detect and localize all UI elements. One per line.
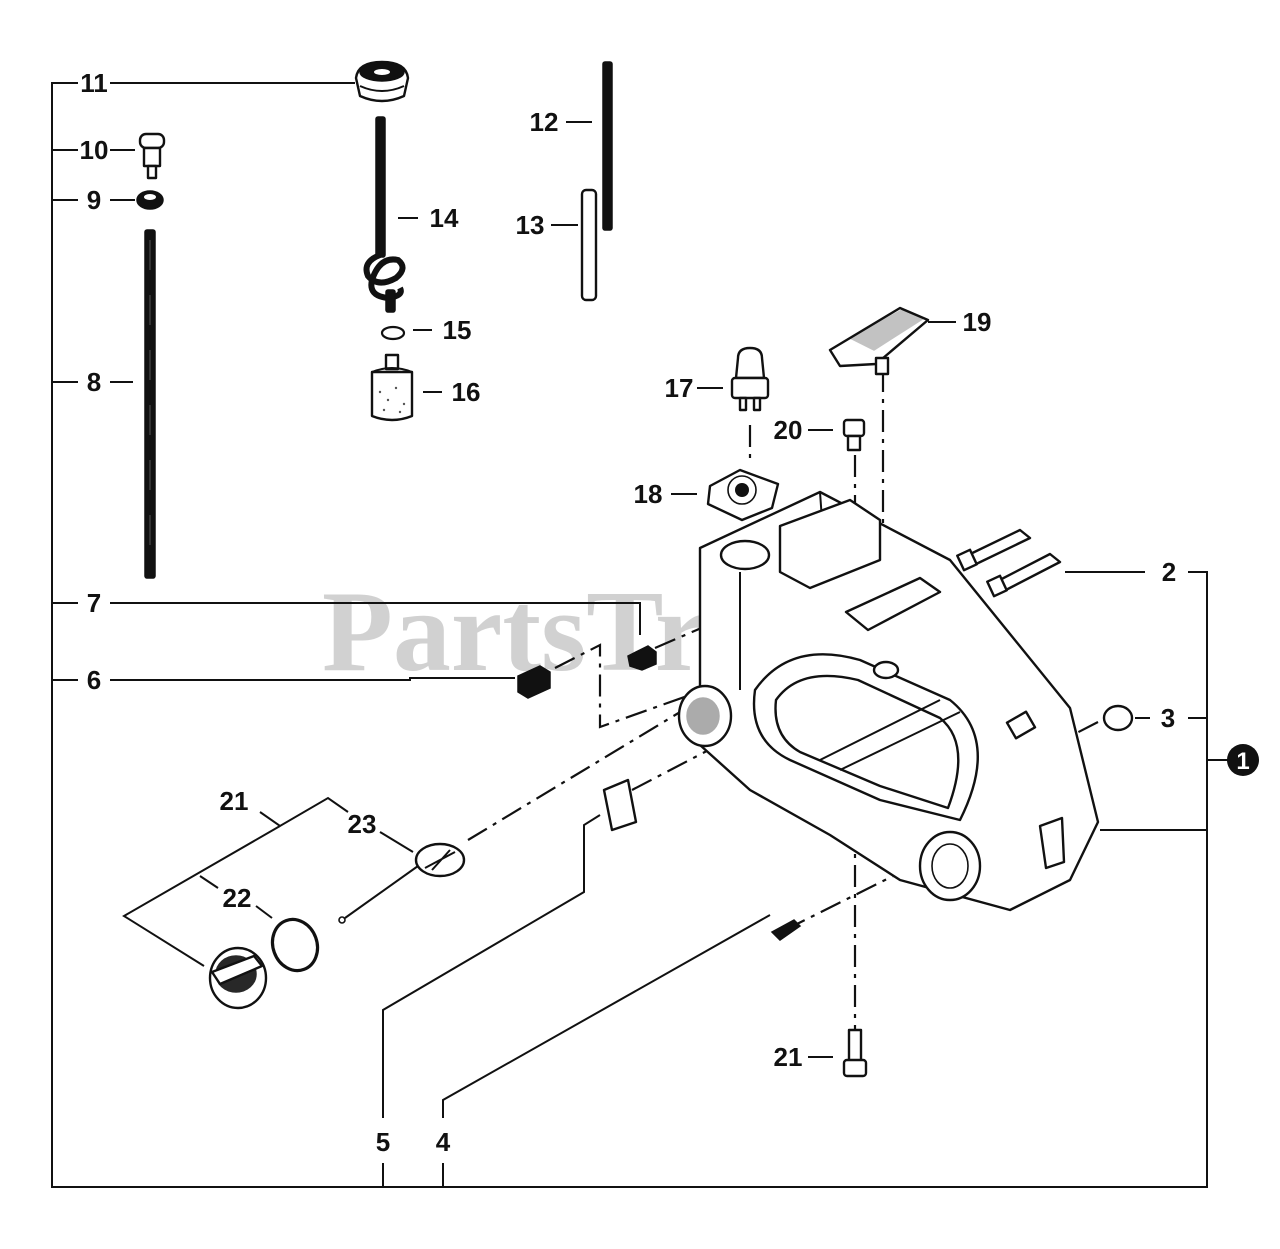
callout-17: 17 — [665, 373, 694, 403]
callout-13: 13 — [516, 210, 545, 240]
rod-dark-part — [602, 61, 613, 231]
trigger-part — [828, 306, 930, 376]
callout-9: 9 — [87, 185, 101, 215]
callout-23: 23 — [348, 809, 377, 839]
cap-strap-part — [338, 842, 466, 924]
fuel-hose-part — [363, 116, 406, 313]
callout-12: 12 — [530, 107, 559, 137]
assembly-frame — [51, 82, 1228, 1188]
callout-19: 19 — [963, 307, 992, 337]
callout-7: 7 — [87, 588, 101, 618]
callout-21-screw: 21 — [774, 1042, 803, 1072]
bar-studs-part — [956, 528, 1062, 598]
left-leader-lines — [52, 82, 1150, 1187]
cap-leader-lines — [122, 796, 771, 1118]
seal-part — [136, 190, 164, 210]
callout-labels: 11 10 9 8 7 6 14 15 16 12 13 17 18 20 19… — [80, 68, 1177, 1157]
label-part — [602, 778, 638, 832]
callout-21-cap: 21 — [220, 786, 249, 816]
callout-8: 8 — [87, 367, 101, 397]
callout-14: 14 — [430, 203, 459, 233]
screw-part — [842, 418, 866, 452]
tank-cap-part — [208, 946, 268, 1010]
callout-11: 11 — [80, 68, 108, 98]
grommet-part — [354, 60, 410, 103]
bottom-screw-part — [842, 1028, 868, 1078]
callout-5: 5 — [376, 1127, 390, 1157]
callout-18: 18 — [634, 479, 663, 509]
fuel-filter-part — [370, 353, 414, 422]
oil-tube-part — [144, 229, 156, 579]
callout-10: 10 — [80, 135, 109, 165]
hose-clip-part — [380, 325, 406, 341]
fitting-part — [138, 132, 166, 180]
assembly-marker: 1 — [1227, 744, 1259, 776]
plug-part — [1102, 704, 1134, 732]
callout-6: 6 — [87, 665, 101, 695]
callout-16: 16 — [452, 377, 481, 407]
bracket-part — [706, 468, 780, 522]
callout-20: 20 — [774, 415, 803, 445]
connector-part — [730, 346, 770, 412]
callout-3: 3 — [1161, 703, 1175, 733]
pin-part — [770, 919, 802, 941]
o-ring-part — [270, 917, 320, 973]
svg-text:1: 1 — [1236, 748, 1249, 775]
cap-part — [517, 665, 551, 699]
callout-4: 4 — [436, 1127, 451, 1157]
case-body-part — [677, 490, 1100, 912]
callout-15: 15 — [443, 315, 472, 345]
callout-22: 22 — [223, 883, 252, 913]
callout-2: 2 — [1162, 557, 1176, 587]
clip-part — [627, 645, 657, 671]
rod-light-part — [580, 188, 598, 302]
